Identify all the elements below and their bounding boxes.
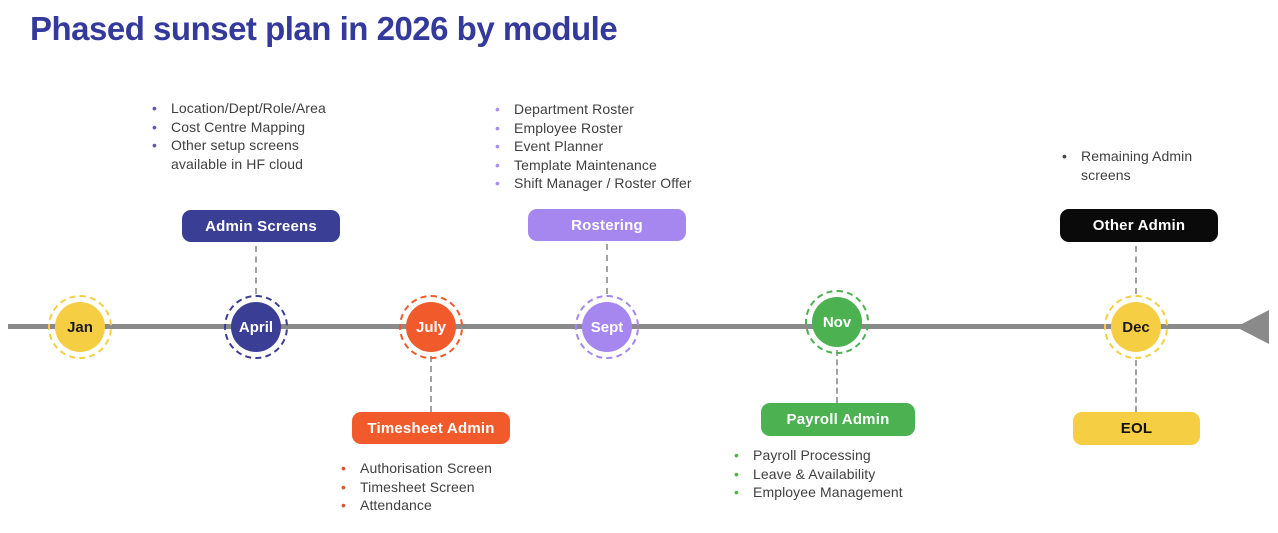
list-item: Location/Dept/Role/Area	[150, 99, 345, 118]
list-item: Department Roster	[493, 100, 733, 119]
list-payroll-admin: Payroll Processing Leave & Availability …	[732, 446, 952, 502]
badge-other-admin: Other Admin	[1060, 209, 1218, 242]
badge-rostering: Rostering	[528, 209, 686, 241]
connector-dec-bottom	[1135, 360, 1137, 412]
page-title: Phased sunset plan in 2026 by module	[30, 10, 618, 47]
milestone-ring-jan	[48, 295, 112, 359]
milestone-node-dec: Dec	[1111, 302, 1161, 352]
milestone-ring-july	[399, 295, 463, 359]
connector-nov	[836, 350, 838, 403]
badge-eol: EOL	[1073, 412, 1200, 445]
milestone-node-jan: Jan	[55, 302, 105, 352]
list-item: Attendance	[339, 496, 549, 515]
milestone-ring-dec	[1104, 295, 1168, 359]
connector-sept	[606, 244, 608, 294]
connector-dec-top	[1135, 246, 1137, 294]
badge-timesheet-admin: Timesheet Admin	[352, 412, 510, 444]
milestone-ring-april	[224, 295, 288, 359]
badge-admin-screens: Admin Screens	[182, 210, 340, 242]
list-timesheet-admin: Authorisation Screen Timesheet Screen At…	[339, 459, 549, 515]
list-item: Template Maintenance	[493, 156, 733, 175]
timeline-arrowhead-icon	[1236, 310, 1269, 344]
list-item: Employee Management	[732, 483, 952, 502]
connector-july	[430, 356, 432, 412]
milestone-node-july: July	[406, 302, 456, 352]
list-item: Timesheet Screen	[339, 478, 549, 497]
milestone-node-nov: Nov	[812, 297, 862, 347]
list-item: Event Planner	[493, 137, 733, 156]
list-item: Leave & Availability	[732, 465, 952, 484]
milestone-ring-sept	[575, 295, 639, 359]
list-admin-screens: Location/Dept/Role/Area Cost Centre Mapp…	[150, 99, 345, 173]
milestone-node-april: April	[231, 302, 281, 352]
list-item: Employee Roster	[493, 119, 733, 138]
list-item: Cost Centre Mapping	[150, 118, 345, 137]
connector-april	[255, 246, 257, 294]
list-item: Shift Manager / Roster Offer	[493, 174, 733, 193]
list-item: Payroll Processing	[732, 446, 952, 465]
list-item: Authorisation Screen	[339, 459, 549, 478]
milestone-node-sept: Sept	[582, 302, 632, 352]
list-rostering: Department Roster Employee Roster Event …	[493, 100, 733, 193]
list-item: Remaining Admin screens	[1060, 147, 1195, 184]
badge-payroll-admin: Payroll Admin	[761, 403, 915, 436]
list-item: Other setup screens available in HF clou…	[150, 136, 345, 173]
list-other-admin: Remaining Admin screens	[1060, 147, 1195, 184]
milestone-ring-nov	[805, 290, 869, 354]
